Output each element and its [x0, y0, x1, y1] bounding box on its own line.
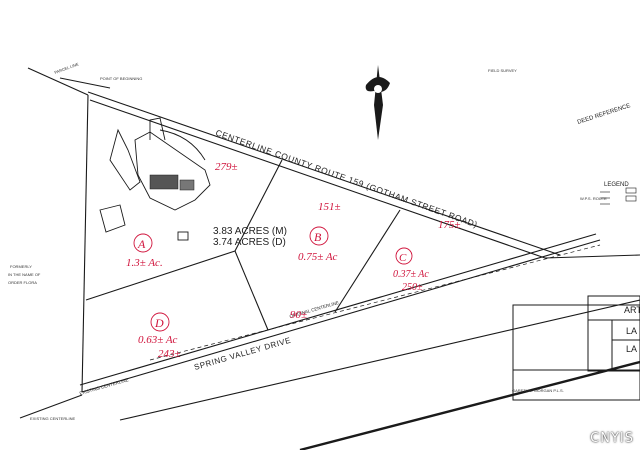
svg-text:FORMERLY: FORMERLY: [10, 264, 32, 269]
lot-d-frontage: 243±: [158, 348, 181, 360]
lot-b-annotation: B 0.75± Ac 151±: [298, 201, 341, 263]
lot-c-rear: 250±: [402, 282, 423, 293]
lot-c-annotation: C 0.37± Ac 250± 175±: [393, 219, 461, 293]
svg-text:FIELD SURVEY: FIELD SURVEY: [488, 68, 517, 73]
svg-text:IN THE NAME OF: IN THE NAME OF: [8, 272, 41, 277]
lot-c-letter: C: [399, 252, 407, 264]
svg-text:PARCEL LINE: PARCEL LINE: [54, 61, 80, 75]
lot-b-area: 0.75± Ac: [298, 251, 338, 263]
lot-d-letter: D: [154, 316, 164, 330]
house-footprint: [99, 117, 211, 241]
title-block-art: ART: [624, 305, 640, 315]
drive-label: SPRING VALLEY DRIVE: [193, 336, 292, 372]
svg-text:W.P.S. ROUTE: W.P.S. ROUTE: [580, 196, 607, 201]
legend-title: LEGEND: [604, 182, 629, 188]
lot-c-area: 0.37± Ac: [393, 269, 429, 280]
svg-text:EXISTING CENTERLINE: EXISTING CENTERLINE: [30, 416, 75, 421]
title-block-la2: LA: [626, 344, 637, 354]
existing-centerline-label: EXISTING CENTERLINE: [79, 377, 129, 396]
lot-d-side: 90±: [290, 309, 307, 321]
svg-text:GARETH L. MORGAN P.L.S.: GARETH L. MORGAN P.L.S.: [512, 388, 564, 393]
title-block: [512, 295, 640, 401]
svg-text:ORDER FLORA: ORDER FLORA: [8, 280, 37, 285]
lot-a-annotation: A 1.3± Ac. 279±: [126, 161, 238, 269]
deed-reference: DEED REFERENCE: [577, 103, 631, 126]
lot-c-frontage: 175±: [438, 219, 461, 231]
legend-items: [600, 187, 637, 205]
acreage-measured: 3.83 ACRES (M): [213, 226, 287, 237]
lot-a-letter: A: [137, 237, 146, 251]
lot-a-area: 1.3± Ac.: [126, 257, 163, 269]
svg-text:POINT OF BEGINNING: POINT OF BEGINNING: [100, 76, 142, 81]
lot-b-letter: B: [314, 230, 322, 244]
watermark: CNYIS: [590, 431, 634, 446]
north-arrow-icon: [365, 65, 390, 140]
survey-notes: PARCEL LINE POINT OF BEGINNING FORMERLY …: [8, 61, 607, 421]
lot-d-area: 0.63± Ac: [138, 334, 178, 346]
title-block-la1: LA: [626, 326, 637, 336]
lot-a-frontage: 279±: [215, 161, 238, 173]
lot-b-frontage: 151±: [318, 201, 341, 213]
acreage-deed: 3.74 ACRES (D): [213, 237, 286, 248]
parcel-lines: [19, 67, 640, 450]
lot-d-annotation: D 0.63± Ac 243± 90±: [138, 309, 307, 360]
